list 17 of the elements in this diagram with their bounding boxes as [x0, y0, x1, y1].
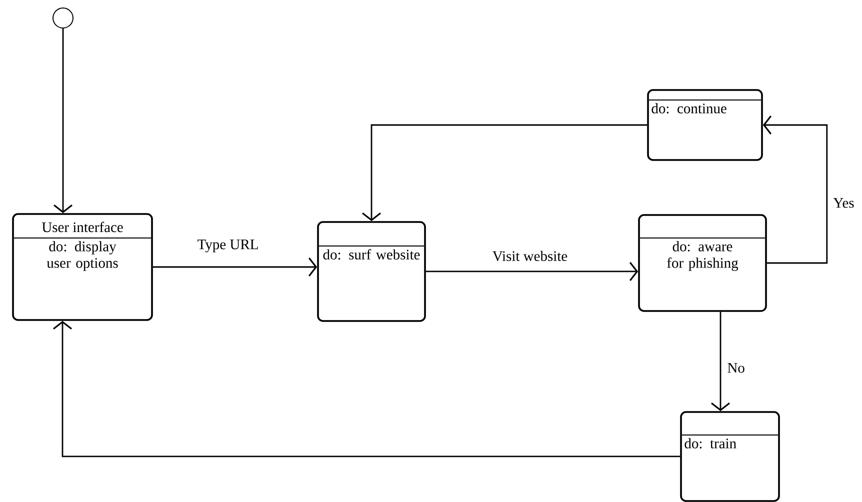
arrow — [426, 262, 638, 281]
state-box: do: continue — [647, 89, 763, 161]
state-box: User interface do: display user options — [12, 213, 153, 321]
arrow — [53, 320, 680, 458]
arrow — [762, 116, 828, 264]
edge-label: Yes — [832, 197, 856, 209]
arrow — [152, 258, 318, 276]
edge-label: No — [726, 362, 746, 374]
start-circle — [52, 8, 74, 28]
state-box: do: surf website — [317, 221, 426, 322]
arrow — [362, 124, 648, 222]
arrow — [711, 312, 730, 412]
arrow — [54, 28, 72, 214]
state-box: do: train — [680, 411, 780, 502]
edge-label: Type URL — [196, 238, 260, 254]
edge-label: Visit website — [491, 250, 569, 262]
state-box: do: aware for phishing — [638, 214, 767, 312]
